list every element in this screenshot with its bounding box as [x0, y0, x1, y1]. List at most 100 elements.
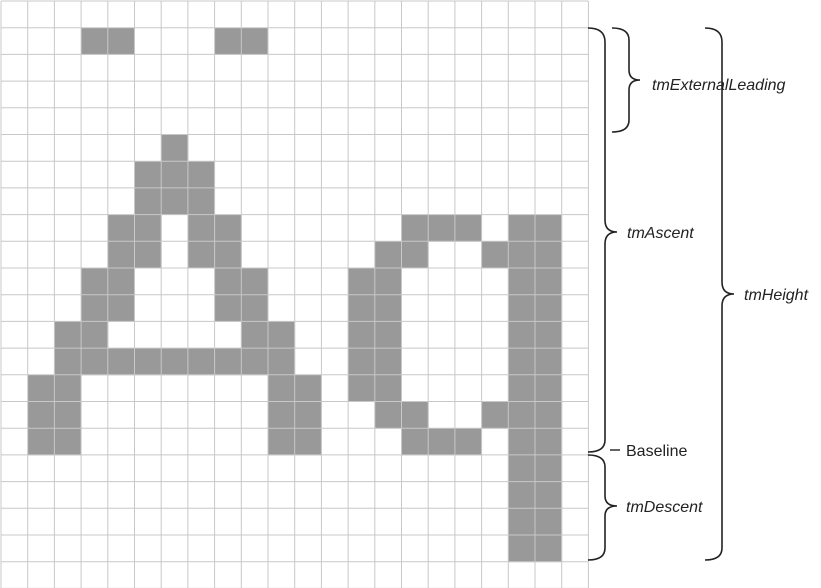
- glyph-q-pixel: [481, 401, 509, 429]
- glyph-q-pixel: [535, 428, 563, 456]
- glyph-A-pixel: [54, 374, 82, 402]
- glyph-q-pixel: [508, 294, 536, 322]
- pixel-grid: [0, 0, 589, 588]
- height-brace: [704, 27, 735, 561]
- glyph-A-pixel: [214, 214, 242, 242]
- glyph-q-pixel: [481, 241, 509, 269]
- glyph-A-pixel: [268, 348, 296, 376]
- glyph-q-pixel: [508, 268, 536, 296]
- glyph-A-pixel: [294, 401, 322, 429]
- glyph-A-pixel: [214, 241, 242, 269]
- glyph-q-pixel: [535, 454, 563, 482]
- glyph-q-pixel: [535, 401, 563, 429]
- external-leading-label: tmExternalLeading: [652, 77, 786, 94]
- glyph-A-pixel: [134, 187, 162, 215]
- glyph-A-pixel: [268, 401, 296, 429]
- ascent-label: tmAscent: [627, 225, 694, 242]
- glyph-A-pixel: [107, 294, 135, 322]
- glyph-q-pixel: [508, 508, 536, 536]
- glyph-A-pixel: [54, 428, 82, 456]
- glyph-q-pixel: [454, 428, 482, 456]
- glyph-q-pixel: [508, 321, 536, 349]
- glyph-A-pixel: [187, 187, 215, 215]
- glyph-A-pixel: [161, 134, 189, 162]
- glyph-A-pixel: [107, 348, 135, 376]
- glyph-A-pixel: [27, 428, 55, 456]
- glyph-q-pixel: [535, 294, 563, 322]
- glyph-A-pixel: [187, 161, 215, 189]
- glyph-q-pixel: [348, 294, 376, 322]
- glyph-A-pixel: [107, 214, 135, 242]
- glyph-A-pixel: [107, 268, 135, 296]
- glyph-q-pixel: [535, 241, 563, 269]
- glyph-q-pixel: [535, 214, 563, 242]
- glyph-A-pixel: [161, 161, 189, 189]
- glyph-A-pixel: [54, 348, 82, 376]
- glyph-q-pixel: [374, 374, 402, 402]
- glyph-q-pixel: [454, 214, 482, 242]
- glyph-q-pixel: [535, 508, 563, 536]
- glyph-q-pixel: [374, 294, 402, 322]
- glyph-A-pixel: [27, 374, 55, 402]
- glyph-q-pixel: [508, 454, 536, 482]
- glyph-A-pixel: [187, 214, 215, 242]
- glyph-A-pixel: [161, 187, 189, 215]
- height-label: tmHeight: [744, 287, 809, 304]
- glyph-A-pixel: [294, 428, 322, 456]
- glyph-q-pixel: [428, 214, 456, 242]
- glyph-A-pixel: [268, 374, 296, 402]
- glyph-A-pixel: [294, 374, 322, 402]
- glyph-q-pixel: [374, 241, 402, 269]
- glyph-q-pixel: [508, 481, 536, 509]
- glyph-A-pixel: [241, 268, 269, 296]
- glyph-A-pixel: [81, 348, 109, 376]
- glyph-q-pixel: [508, 401, 536, 429]
- glyph-A-pixel: [107, 27, 135, 55]
- glyph-q-pixel: [535, 374, 563, 402]
- descent-label: tmDescent: [626, 499, 703, 516]
- glyph-A-pixel: [214, 348, 242, 376]
- glyph-q-pixel: [508, 241, 536, 269]
- glyph-q-pixel: [535, 321, 563, 349]
- glyph-A-pixel: [268, 321, 296, 349]
- glyph-q-pixel: [535, 535, 563, 563]
- glyph-A-pixel: [214, 294, 242, 322]
- glyph-q-pixel: [508, 374, 536, 402]
- glyph-q-pixel: [374, 268, 402, 296]
- glyph-q-pixel: [401, 241, 429, 269]
- glyph-q-pixel: [348, 374, 376, 402]
- glyph-q-pixel: [401, 401, 429, 429]
- glyph-q-pixel: [348, 321, 376, 349]
- glyph-A-pixel: [161, 348, 189, 376]
- glyph-q-pixel: [508, 348, 536, 376]
- glyph-pixels: [27, 27, 563, 563]
- glyph-q-pixel: [535, 481, 563, 509]
- glyph-q-pixel: [401, 428, 429, 456]
- glyph-A-pixel: [268, 428, 296, 456]
- glyph-q-pixel: [508, 214, 536, 242]
- glyph-A-pixel: [134, 348, 162, 376]
- glyph-A-pixel: [214, 268, 242, 296]
- glyph-A-pixel: [81, 294, 109, 322]
- glyph-A-pixel: [81, 321, 109, 349]
- glyph-q-pixel: [401, 214, 429, 242]
- glyph-A-pixel: [187, 348, 215, 376]
- glyph-q-pixel: [535, 268, 563, 296]
- glyph-A-pixel: [187, 241, 215, 269]
- descent-brace: [587, 454, 618, 561]
- baseline-label: Baseline: [626, 443, 687, 460]
- glyph-A-pixel: [54, 401, 82, 429]
- glyph-A-pixel: [241, 294, 269, 322]
- glyph-q-pixel: [428, 428, 456, 456]
- glyph-A-pixel: [214, 27, 242, 55]
- glyph-q-pixel: [374, 401, 402, 429]
- glyph-A-pixel: [54, 321, 82, 349]
- external-leading-brace: [611, 27, 641, 133]
- glyph-A-pixel: [241, 348, 269, 376]
- glyph-A-pixel: [81, 27, 109, 55]
- glyph-A-pixel: [107, 241, 135, 269]
- glyph-q-pixel: [508, 428, 536, 456]
- glyph-q-pixel: [348, 268, 376, 296]
- glyph-A-pixel: [134, 214, 162, 242]
